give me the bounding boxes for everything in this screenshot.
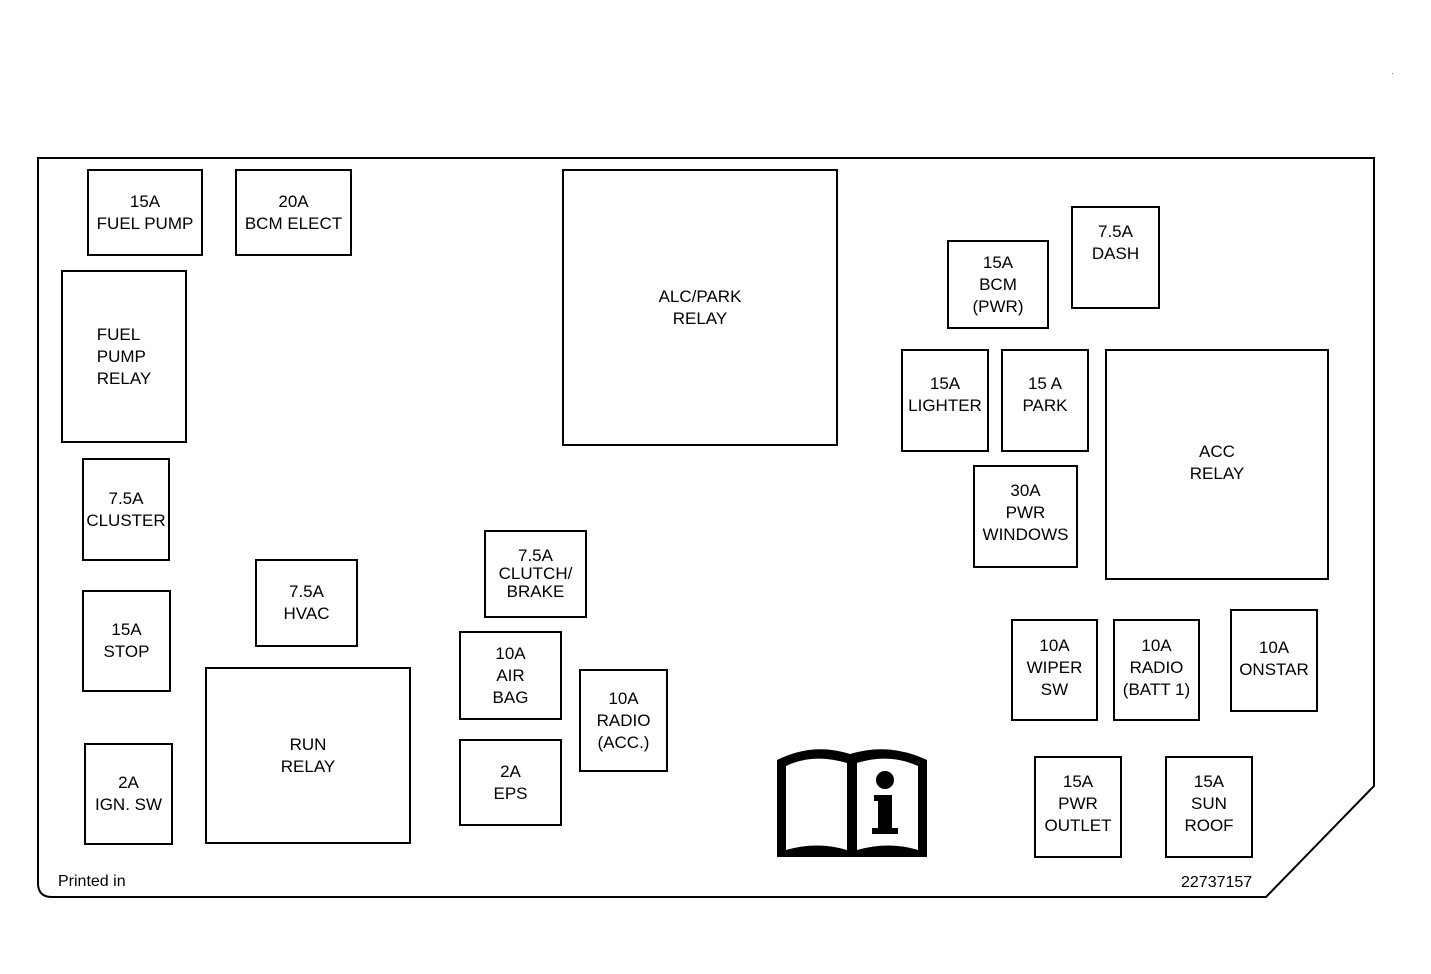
fuse-onstar: 10A ONSTAR bbox=[1230, 609, 1318, 712]
fuse-wiper-sw: 10A WIPER SW bbox=[1011, 619, 1098, 721]
fuse-label: 7.5A DASH bbox=[1091, 221, 1140, 263]
fuse-label: 15A FUEL PUMP bbox=[96, 191, 194, 233]
relay-acc: ACC RELAY bbox=[1105, 349, 1329, 580]
fuse-bcm-elect: 20A BCM ELECT bbox=[235, 169, 352, 256]
fuse-label: 15A PWR OUTLET bbox=[1044, 772, 1112, 835]
fuse-label: 10A RADIO (BATT 1) bbox=[1122, 636, 1191, 699]
fuse-label: 10A WIPER SW bbox=[1026, 636, 1083, 699]
fuse-label: 7.5A HVAC bbox=[283, 582, 330, 623]
part-number: 22737157 bbox=[1181, 874, 1253, 891]
fuse-dash: 7.5A DASH bbox=[1071, 206, 1160, 309]
owner-manual-info-icon bbox=[777, 749, 927, 857]
fuse-label: 15A STOP bbox=[103, 620, 150, 661]
fuse-pwr-windows: 30A PWR WINDOWS bbox=[973, 465, 1078, 568]
fuse-radio-batt1: 10A RADIO (BATT 1) bbox=[1113, 619, 1200, 721]
fuse-bcm-pwr: 15A BCM (PWR) bbox=[947, 240, 1049, 329]
relay-alc-park: ALC/PARK RELAY bbox=[562, 169, 838, 446]
relay-label: FUEL PUMP RELAY bbox=[96, 324, 152, 388]
fuse-label: 7.5A CLUSTER bbox=[86, 488, 166, 530]
relay-label: RUN RELAY bbox=[280, 734, 336, 776]
fuse-label: 2A EPS bbox=[493, 761, 528, 803]
fuse-label: 10A AIR BAG bbox=[492, 643, 529, 707]
relay-label: ALC/PARK RELAY bbox=[658, 286, 742, 328]
fuse-air-bag: 10A AIR BAG bbox=[459, 631, 562, 720]
fuse-ign-sw: 2A IGN. SW bbox=[84, 743, 173, 845]
fuse-label: 30A PWR WINDOWS bbox=[982, 480, 1069, 544]
fuse-clutch-brake: 7.5A CLUTCH/ BRAKE bbox=[484, 530, 587, 618]
fuse-label: 15 A PARK bbox=[1022, 373, 1068, 415]
relay-label: ACC RELAY bbox=[1189, 441, 1245, 483]
fuse-label: 2A IGN. SW bbox=[94, 773, 163, 814]
fuse-radio-acc: 10A RADIO (ACC.) bbox=[579, 669, 668, 772]
printed-in-text: Printed in bbox=[58, 873, 126, 890]
fuse-lighter: 15A LIGHTER bbox=[901, 349, 989, 452]
fuse-label: 10A ONSTAR bbox=[1239, 637, 1309, 679]
fuse-stop: 15A STOP bbox=[82, 590, 171, 692]
fuse-label: 20A BCM ELECT bbox=[244, 191, 343, 233]
fuse-label: 10A RADIO (ACC.) bbox=[596, 688, 651, 752]
fuse-park: 15 A PARK bbox=[1001, 349, 1089, 452]
relay-fuel-pump: FUEL PUMP RELAY bbox=[61, 270, 187, 443]
fuse-fuel-pump: 15A FUEL PUMP bbox=[87, 169, 203, 256]
fuse-eps: 2A EPS bbox=[459, 739, 562, 826]
speck bbox=[1392, 73, 1393, 74]
fuse-sun-roof: 15A SUN ROOF bbox=[1165, 756, 1253, 858]
fuse-label: 15A BCM (PWR) bbox=[972, 252, 1024, 316]
fuse-label: 7.5A CLUTCH/ BRAKE bbox=[498, 546, 573, 601]
fuse-hvac: 7.5A HVAC bbox=[255, 559, 358, 647]
fuse-cluster: 7.5A CLUSTER bbox=[82, 458, 170, 561]
relay-run: RUN RELAY bbox=[205, 667, 411, 844]
fuse-label: 15A LIGHTER bbox=[908, 373, 982, 415]
fuse-pwr-outlet: 15A PWR OUTLET bbox=[1034, 756, 1122, 858]
fuse-label: 15A SUN ROOF bbox=[1184, 772, 1234, 835]
